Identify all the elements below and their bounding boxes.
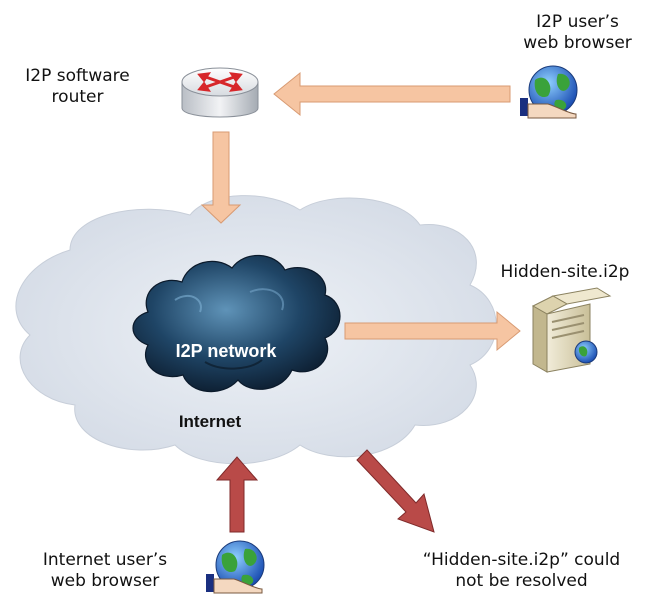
router-icon bbox=[181, 67, 259, 118]
arrow-network-to-hidden-site bbox=[344, 310, 521, 352]
i2p-network-cloud bbox=[132, 254, 341, 393]
hidden-site-server-icon bbox=[531, 287, 612, 373]
internet-user-browser-label: Internet user’s web browser bbox=[42, 550, 168, 591]
internet-user-browser-icon bbox=[206, 540, 265, 594]
hidden-site-label: Hidden-site.i2p bbox=[500, 262, 630, 282]
arrow-browser-to-router bbox=[273, 71, 511, 117]
arrow-router-to-network bbox=[200, 131, 242, 224]
i2p-network-label: I2P network bbox=[176, 341, 278, 361]
internet-label: Internet bbox=[179, 412, 242, 431]
i2p-user-browser-label: I2P user’s web browser bbox=[523, 12, 632, 53]
unresolved-message-label: “Hidden-site.i2p” could not be resolved bbox=[422, 550, 621, 591]
i2p-user-browser-icon bbox=[520, 65, 578, 119]
arrow-internet-user-to-internet bbox=[215, 456, 259, 533]
router-label: I2P software router bbox=[25, 66, 130, 107]
arrow-internet-to-unresolved bbox=[356, 449, 435, 533]
